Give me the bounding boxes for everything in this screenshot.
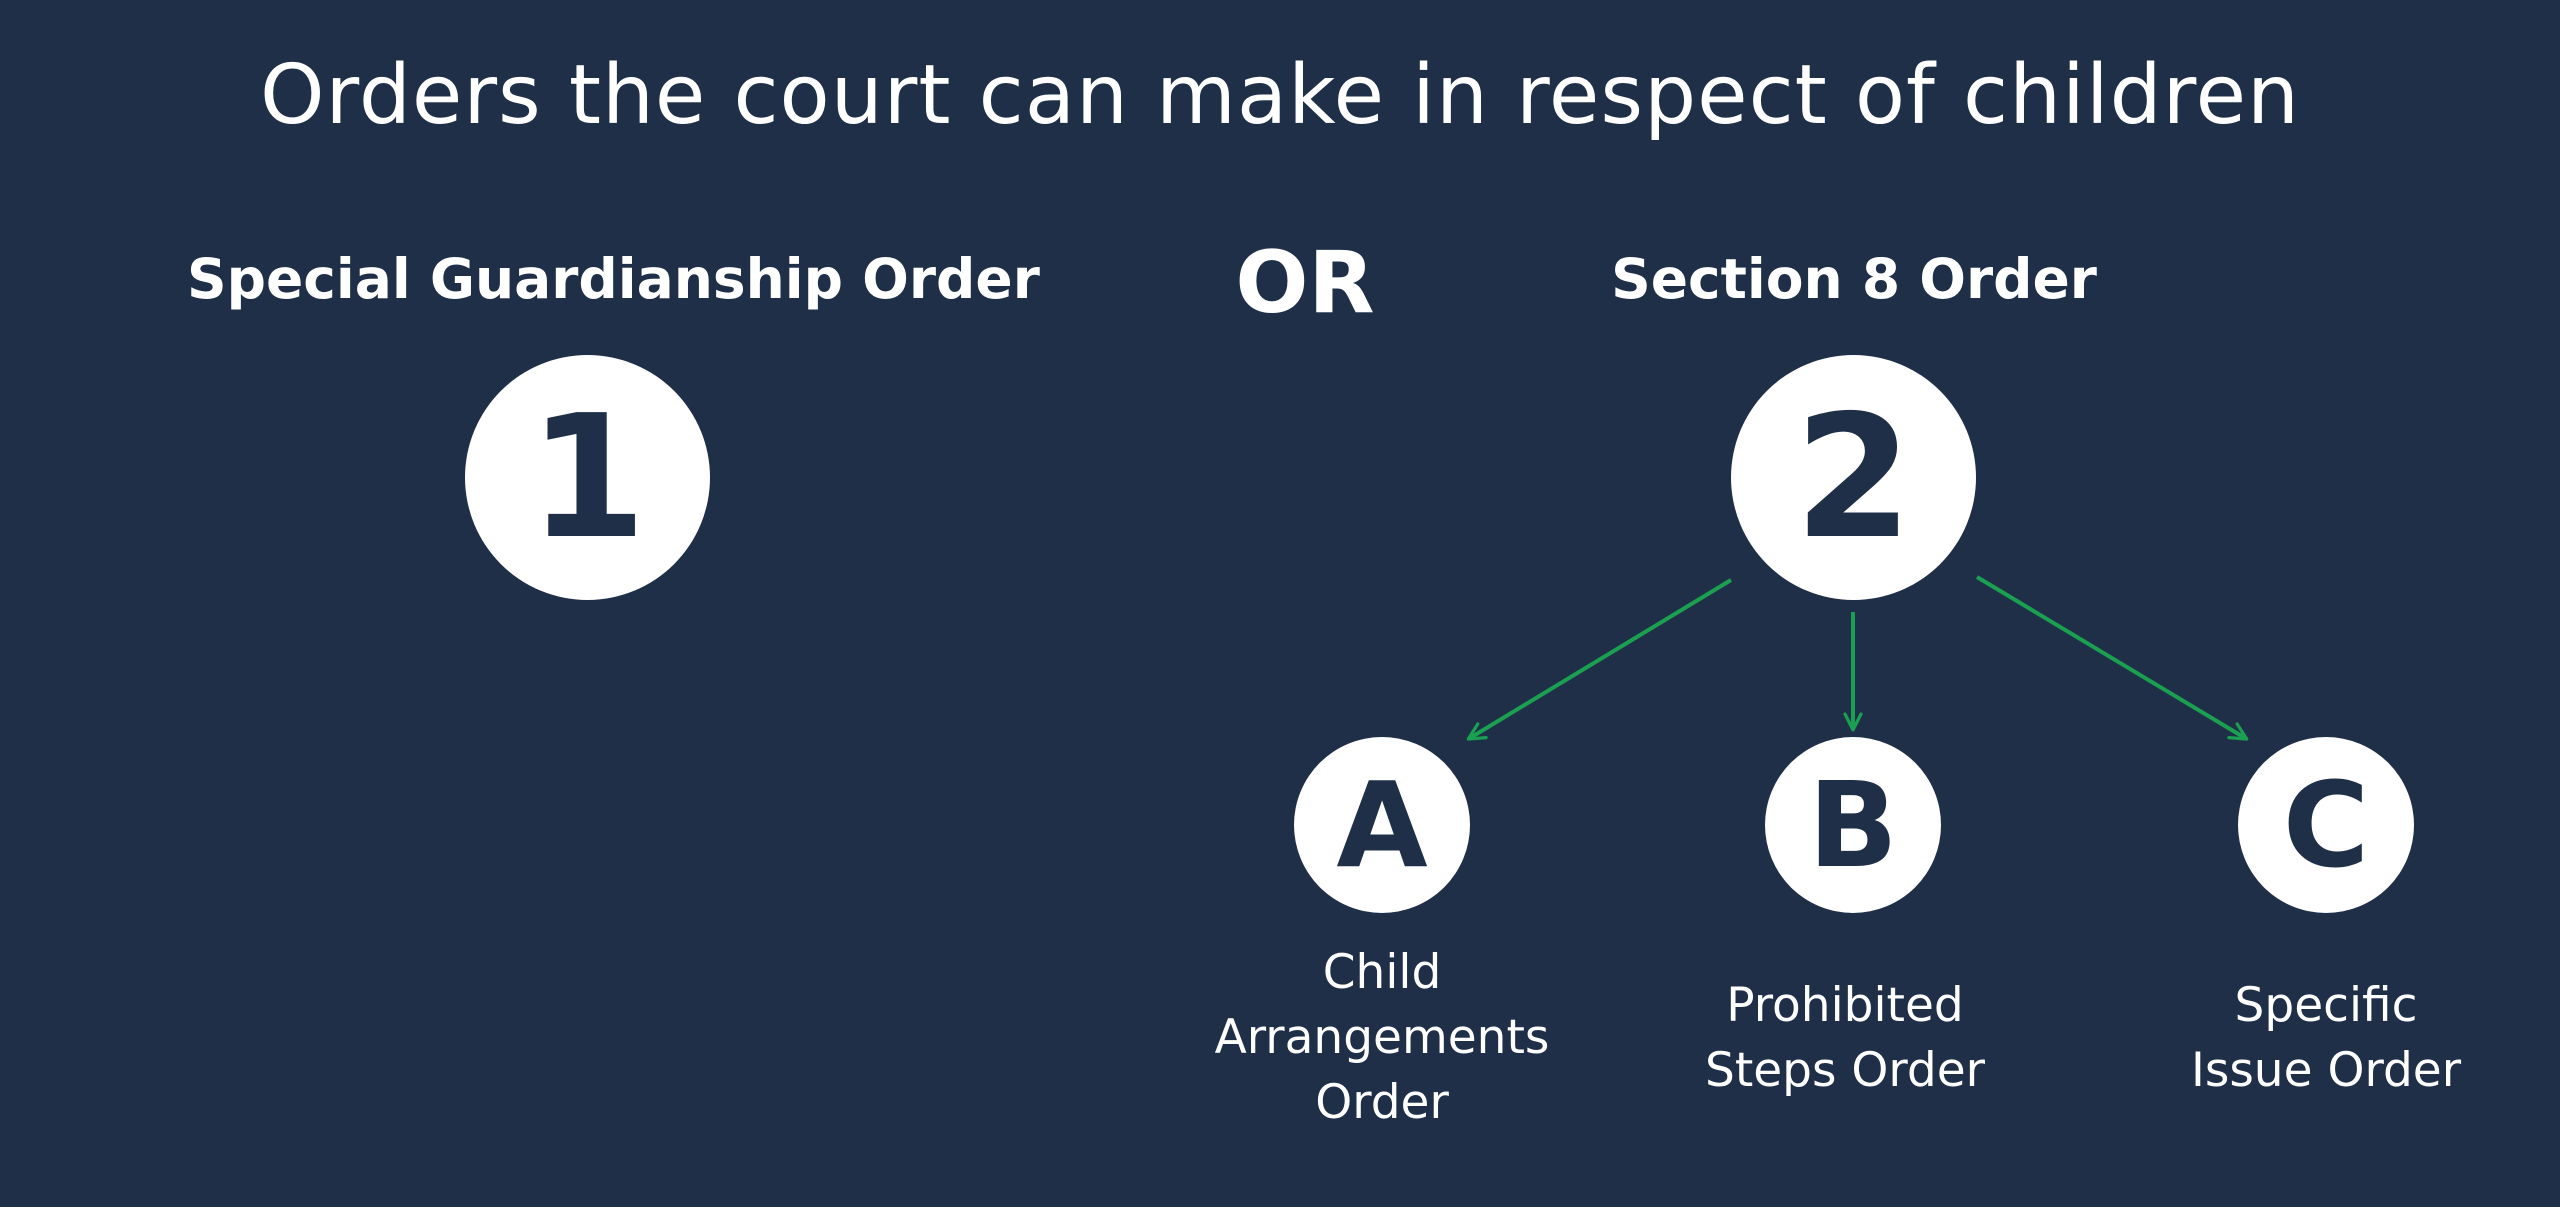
or-separator: OR [1235, 233, 1375, 333]
sub-order-c-label-line: Specific [2234, 978, 2418, 1033]
sub-order-a-label-line: Child [1322, 945, 1442, 1000]
sub-order-b-badge: B [1765, 737, 1941, 913]
sub-order-b-label-line: Steps Order [1704, 1043, 1985, 1098]
arrow-to-c [1975, 575, 2249, 741]
sub-order-c-label: Specific Issue Order [2136, 973, 2516, 1103]
sub-order-b-label: Prohibited Steps Order [1655, 973, 2035, 1103]
option-2-badge: 2 [1731, 355, 1976, 600]
sub-order-a-label: Child Arrangements Order [1192, 940, 1572, 1135]
section-8-heading: Section 8 Order [1611, 247, 2097, 311]
sub-order-c-badge: C [2238, 737, 2414, 913]
arrow-to-a [1466, 578, 1733, 741]
page-title: Orders the court can make in respect of … [260, 48, 2300, 143]
option-1-badge: 1 [465, 355, 710, 600]
sub-order-a-label-line: Order [1315, 1075, 1449, 1130]
sub-order-c-label-line: Issue Order [2190, 1043, 2462, 1098]
special-guardianship-heading: Special Guardianship Order [187, 247, 1040, 311]
sub-order-a-badge: A [1294, 737, 1470, 913]
sub-order-a-label-line: Arrangements [1214, 1010, 1550, 1065]
sub-order-b-label-line: Prohibited [1726, 978, 1964, 1033]
